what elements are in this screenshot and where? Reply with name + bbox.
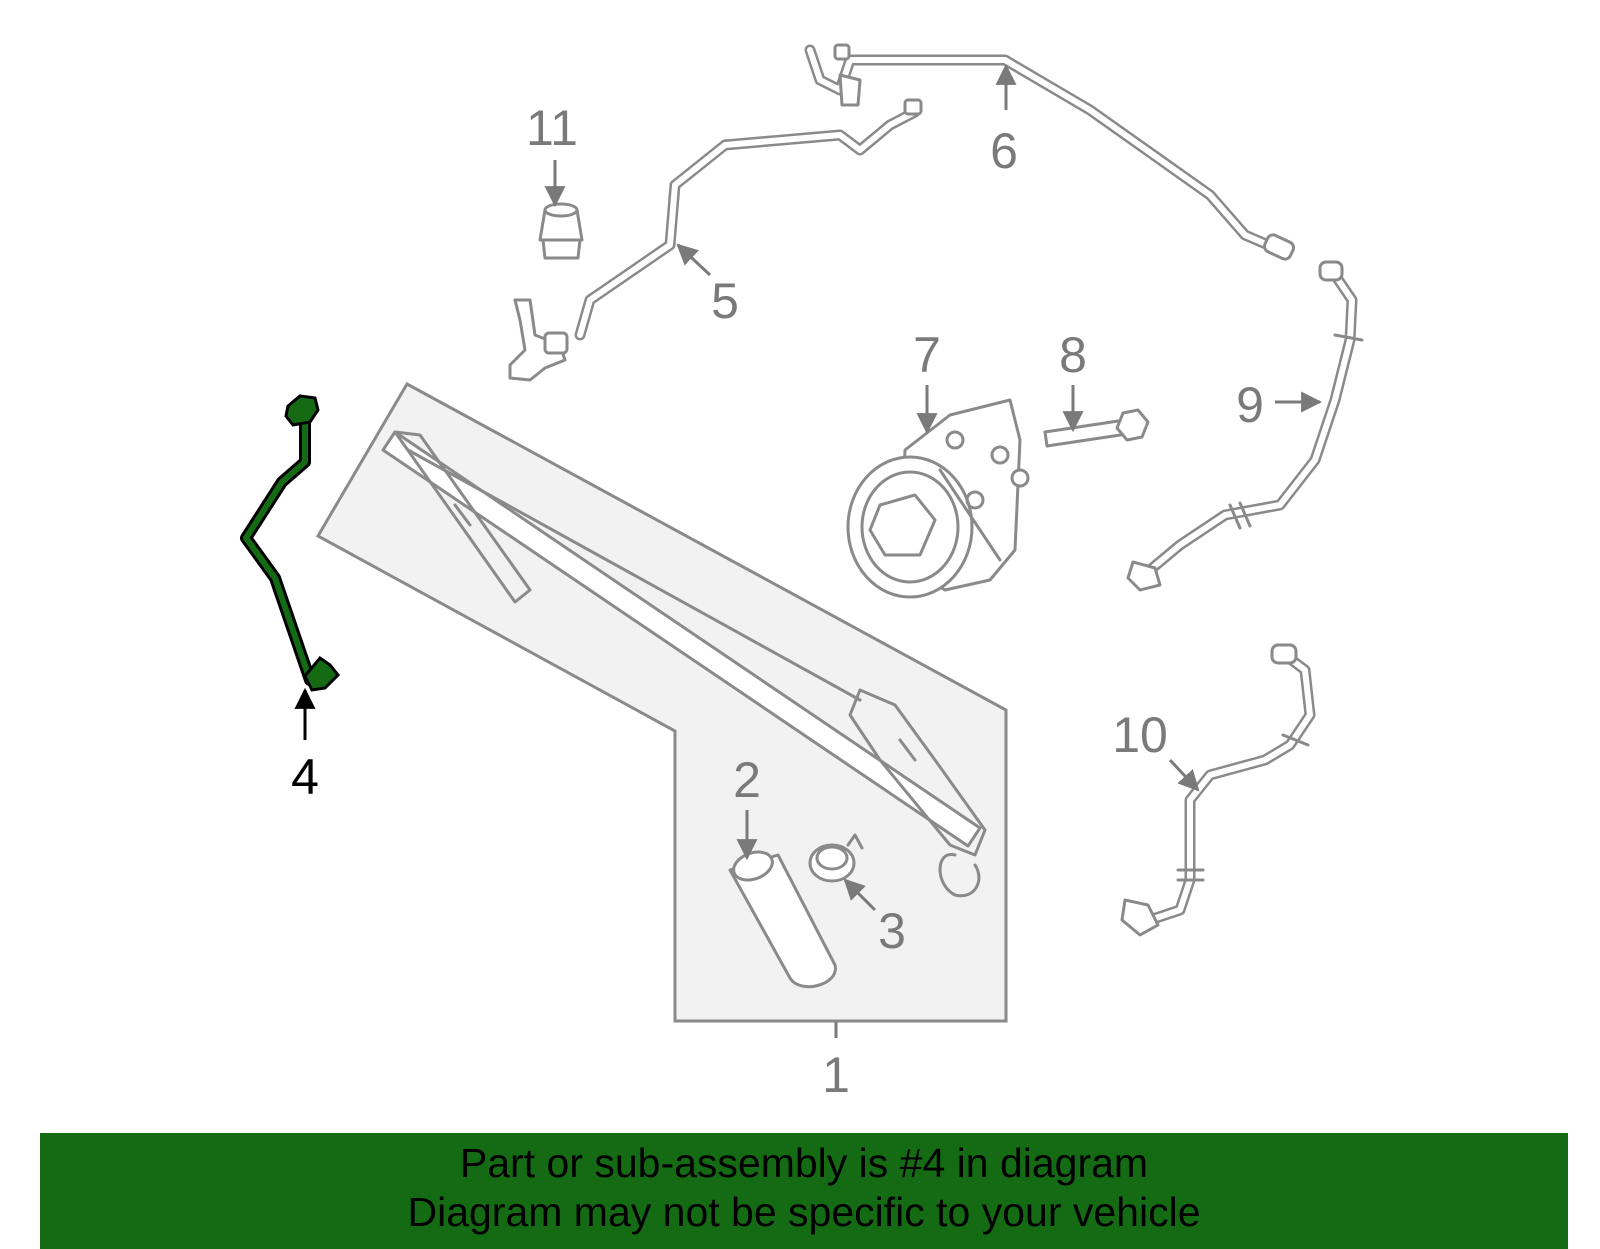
callout-arrow-3 bbox=[843, 878, 877, 912]
ac-compressor bbox=[846, 398, 1030, 599]
ac-line-5 bbox=[508, 98, 923, 382]
callout-7: 7 bbox=[913, 327, 941, 383]
callout-8: 8 bbox=[1059, 327, 1087, 383]
ac-hose-10 bbox=[1120, 643, 1316, 937]
callout-arrow-5 bbox=[676, 243, 712, 277]
callout-2: 2 bbox=[733, 752, 761, 808]
banner-line-1: Part or sub-assembly is #4 in diagram bbox=[459, 1140, 1149, 1186]
ac-hose-9 bbox=[1126, 260, 1364, 592]
callout-9: 9 bbox=[1236, 377, 1264, 433]
callout-4: 4 bbox=[291, 749, 319, 805]
pressure-switch bbox=[538, 202, 584, 260]
callout-arrow-10 bbox=[1168, 758, 1200, 792]
drier-cap bbox=[808, 833, 864, 883]
callout-11: 11 bbox=[526, 100, 578, 156]
banner-line-2: Diagram may not be specific to your vehi… bbox=[407, 1189, 1201, 1235]
callout-5: 5 bbox=[711, 273, 739, 329]
ac-line-4-highlighted bbox=[240, 394, 341, 692]
callout-6: 6 bbox=[990, 123, 1018, 179]
condenser bbox=[381, 430, 987, 898]
callout-3: 3 bbox=[878, 903, 906, 959]
parts-diagram: 1 2 3 4 5 6 7 8 9 10 11 bbox=[240, 43, 1364, 1103]
callout-10: 10 bbox=[1112, 707, 1168, 763]
ac-line-6 bbox=[804, 43, 1296, 261]
callout-1: 1 bbox=[822, 1047, 850, 1103]
compressor-bolt bbox=[1043, 408, 1150, 448]
info-banner: Part or sub-assembly is #4 in diagram Di… bbox=[40, 1133, 1568, 1249]
